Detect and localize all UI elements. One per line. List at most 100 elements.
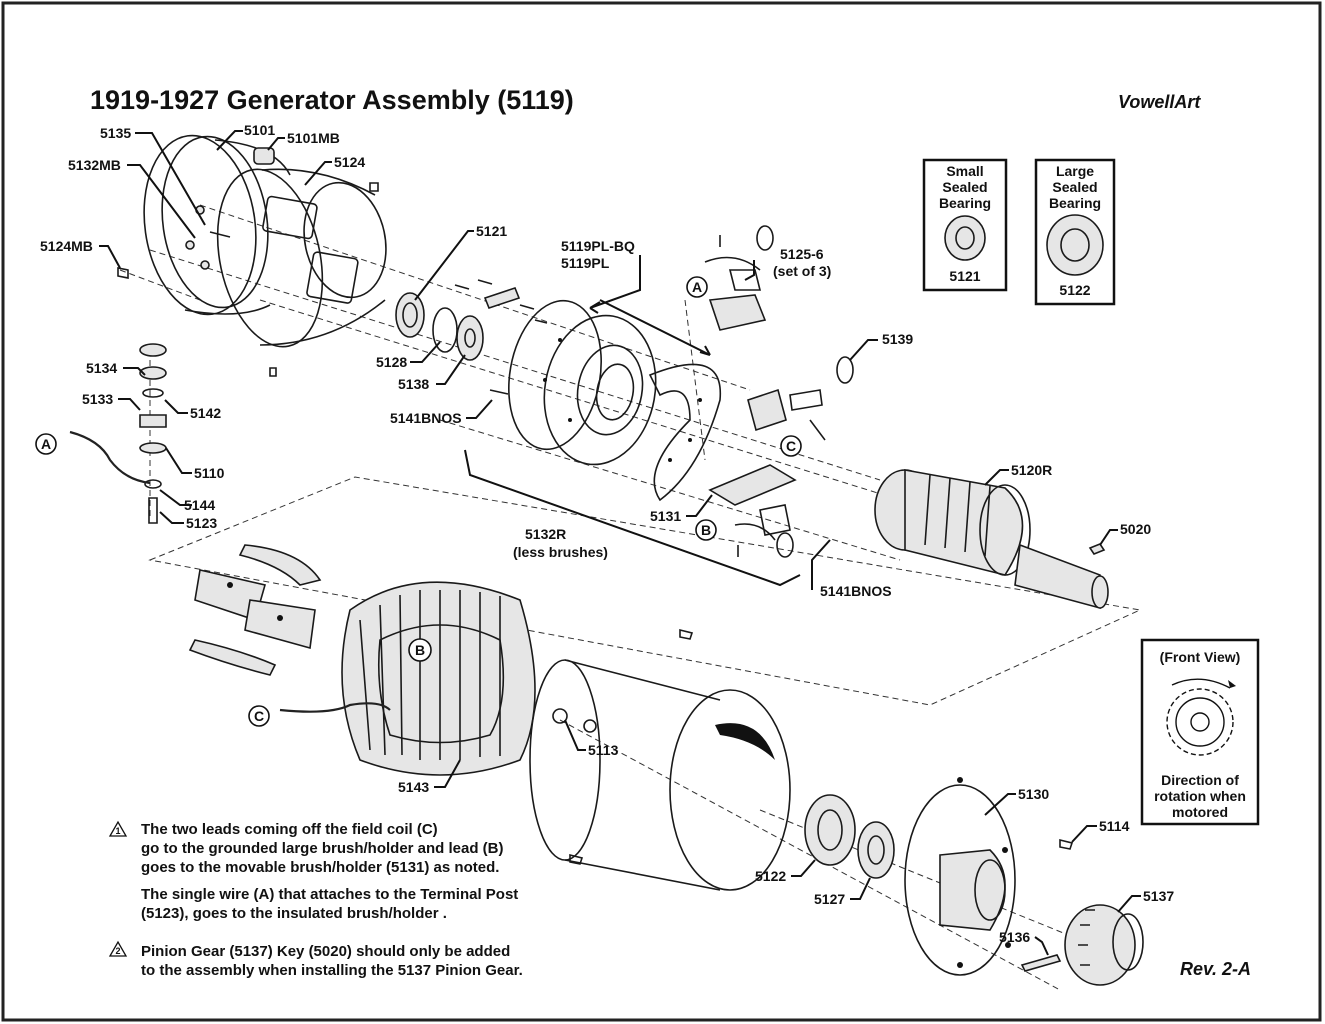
- svg-text:1: 1: [115, 826, 120, 836]
- front-view-caption-3: motored: [1172, 804, 1228, 820]
- label-5141bnos-b: 5141BNOS: [820, 583, 892, 599]
- marker-b-brush: B: [695, 519, 717, 541]
- pole-shoes: [188, 544, 322, 676]
- pin-5136: [1020, 954, 1062, 972]
- pinion-gear-5137: [1064, 904, 1144, 986]
- label-5132r: 5132R: [525, 526, 566, 542]
- label-5120r: 5120R: [1011, 462, 1052, 478]
- note-1-line-2: go to the grounded large brush/holder an…: [141, 840, 504, 857]
- label-5136: 5136: [999, 929, 1030, 945]
- label-5142: 5142: [190, 405, 221, 421]
- label-5130: 5130: [1018, 786, 1049, 802]
- front-view-heading: (Front View): [1160, 649, 1241, 665]
- screw-5124mb: [117, 267, 129, 279]
- leader-5119pl-right: [599, 299, 711, 356]
- bearing-5121: [395, 292, 425, 338]
- front-view-caption-2: rotation when: [1154, 788, 1246, 804]
- label-5119pl-bq: 5119PL-BQ: [561, 238, 635, 254]
- label-5124: 5124: [334, 154, 365, 170]
- note-2-warning-icon: [108, 940, 128, 957]
- label-5110: 5110: [194, 465, 225, 481]
- label-5144: 5144: [184, 497, 215, 513]
- seal-5128: [432, 307, 458, 353]
- label-5135: 5135: [100, 125, 131, 141]
- brush-holder-a: [704, 225, 774, 331]
- bearing-5122: [804, 794, 856, 866]
- marker-a-left: A: [35, 433, 57, 455]
- label-5137: 5137: [1143, 888, 1174, 904]
- label-5125-6: 5125-6: [780, 246, 824, 262]
- label-5127: 5127: [814, 891, 845, 907]
- label-5138: 5138: [398, 376, 429, 392]
- revision-label: Rev. 2-A: [1180, 959, 1251, 979]
- bearing-box-large: Large Sealed Bearing 5122: [1034, 158, 1116, 306]
- label-5139: 5139: [882, 331, 913, 347]
- label-5133: 5133: [82, 391, 113, 407]
- label-5132mb: 5132MB: [68, 157, 121, 173]
- leader-5119pl: [589, 255, 641, 314]
- svg-text:A: A: [41, 436, 51, 452]
- svg-text:B: B: [701, 522, 711, 538]
- label-5122: 5122: [755, 868, 786, 884]
- svg-text:C: C: [786, 438, 796, 454]
- label-5113: 5113: [588, 742, 619, 758]
- end-plate-5130: [904, 777, 1016, 976]
- bracket-5132r: [464, 449, 801, 587]
- label-5119pl: 5119PL: [561, 255, 610, 271]
- bearing-box-small-line-3: Bearing: [939, 195, 991, 211]
- note-2-line-1: Pinion Gear (5137) Key (5020) should onl…: [141, 943, 510, 960]
- label-5128: 5128: [376, 354, 407, 370]
- brush-plate-5119pl: [508, 299, 722, 502]
- page-title: 1919-1927 Generator Assembly (5119): [90, 85, 574, 115]
- label-5101: 5101: [244, 122, 275, 138]
- screw-5114: [1059, 838, 1074, 850]
- note-2: 2 Pinion Gear (5137) Key (5020) should o…: [108, 940, 523, 979]
- rotation-arrow: [1171, 678, 1231, 689]
- note-2-line-2: to the assembly when installing the 5137…: [141, 962, 523, 979]
- field-frame: [529, 628, 791, 891]
- leader-lines: [99, 130, 1141, 956]
- svg-text:2: 2: [115, 946, 120, 956]
- note-1: 1 The two leads coming off the field coi…: [108, 820, 518, 922]
- washer-5127: [857, 821, 895, 879]
- marker-a-top: A: [686, 276, 708, 298]
- label-5124mb: 5124MB: [40, 238, 93, 254]
- label-5020: 5020: [1120, 521, 1151, 537]
- bearing-box-small-line-1: Small: [946, 163, 983, 179]
- marker-c-coil: C: [248, 705, 270, 727]
- field-coil-5143: [341, 581, 536, 776]
- note-1b-line-2: (5123), goes to the insulated brush/hold…: [141, 905, 447, 922]
- label-5125-6-sub: (set of 3): [773, 263, 831, 279]
- bearing-box-small-part: 5121: [949, 268, 980, 284]
- bearing-box-large-line-1: Large: [1056, 163, 1094, 179]
- label-5101mb: 5101MB: [287, 130, 340, 146]
- terminal-post-stack: [139, 343, 167, 524]
- brush-holder-c: [747, 356, 854, 441]
- brand-name: VowellArt: [1118, 92, 1201, 112]
- label-5123: 5123: [186, 515, 217, 531]
- note-1b-line-1: The single wire (A) that attaches to the…: [141, 886, 518, 903]
- lead-wire-c: [279, 702, 391, 713]
- bearing-box-large-line-2: Sealed: [1052, 179, 1097, 195]
- bearing-box-large-line-3: Bearing: [1049, 195, 1101, 211]
- front-view-caption-1: Direction of: [1161, 772, 1239, 788]
- svg-text:A: A: [692, 279, 702, 295]
- note-1-warning-icon: [108, 820, 128, 837]
- part-labels: 5135 5101 5101MB 5132MB 5124 5124MB 5121…: [40, 122, 1174, 945]
- label-5134: 5134: [86, 360, 117, 376]
- svg-text:C: C: [254, 708, 264, 724]
- label-5131: 5131: [650, 508, 681, 524]
- label-5132r-sub: (less brushes): [513, 544, 608, 560]
- bearing-box-small-line-2: Sealed: [942, 179, 987, 195]
- movable-brush-holder-5131: [708, 464, 797, 558]
- bearing-box-small: Small Sealed Bearing 5121: [922, 158, 1008, 292]
- front-view-box: (Front View) Direction of rotation when …: [1140, 638, 1260, 826]
- washer-5138: [456, 315, 484, 361]
- note-1-line-1: The two leads coming off the field coil …: [141, 821, 438, 838]
- lead-wire-a: [69, 430, 151, 485]
- svg-text:B: B: [415, 642, 425, 658]
- small-screws: [454, 279, 548, 395]
- bearing-box-large-part: 5122: [1059, 282, 1090, 298]
